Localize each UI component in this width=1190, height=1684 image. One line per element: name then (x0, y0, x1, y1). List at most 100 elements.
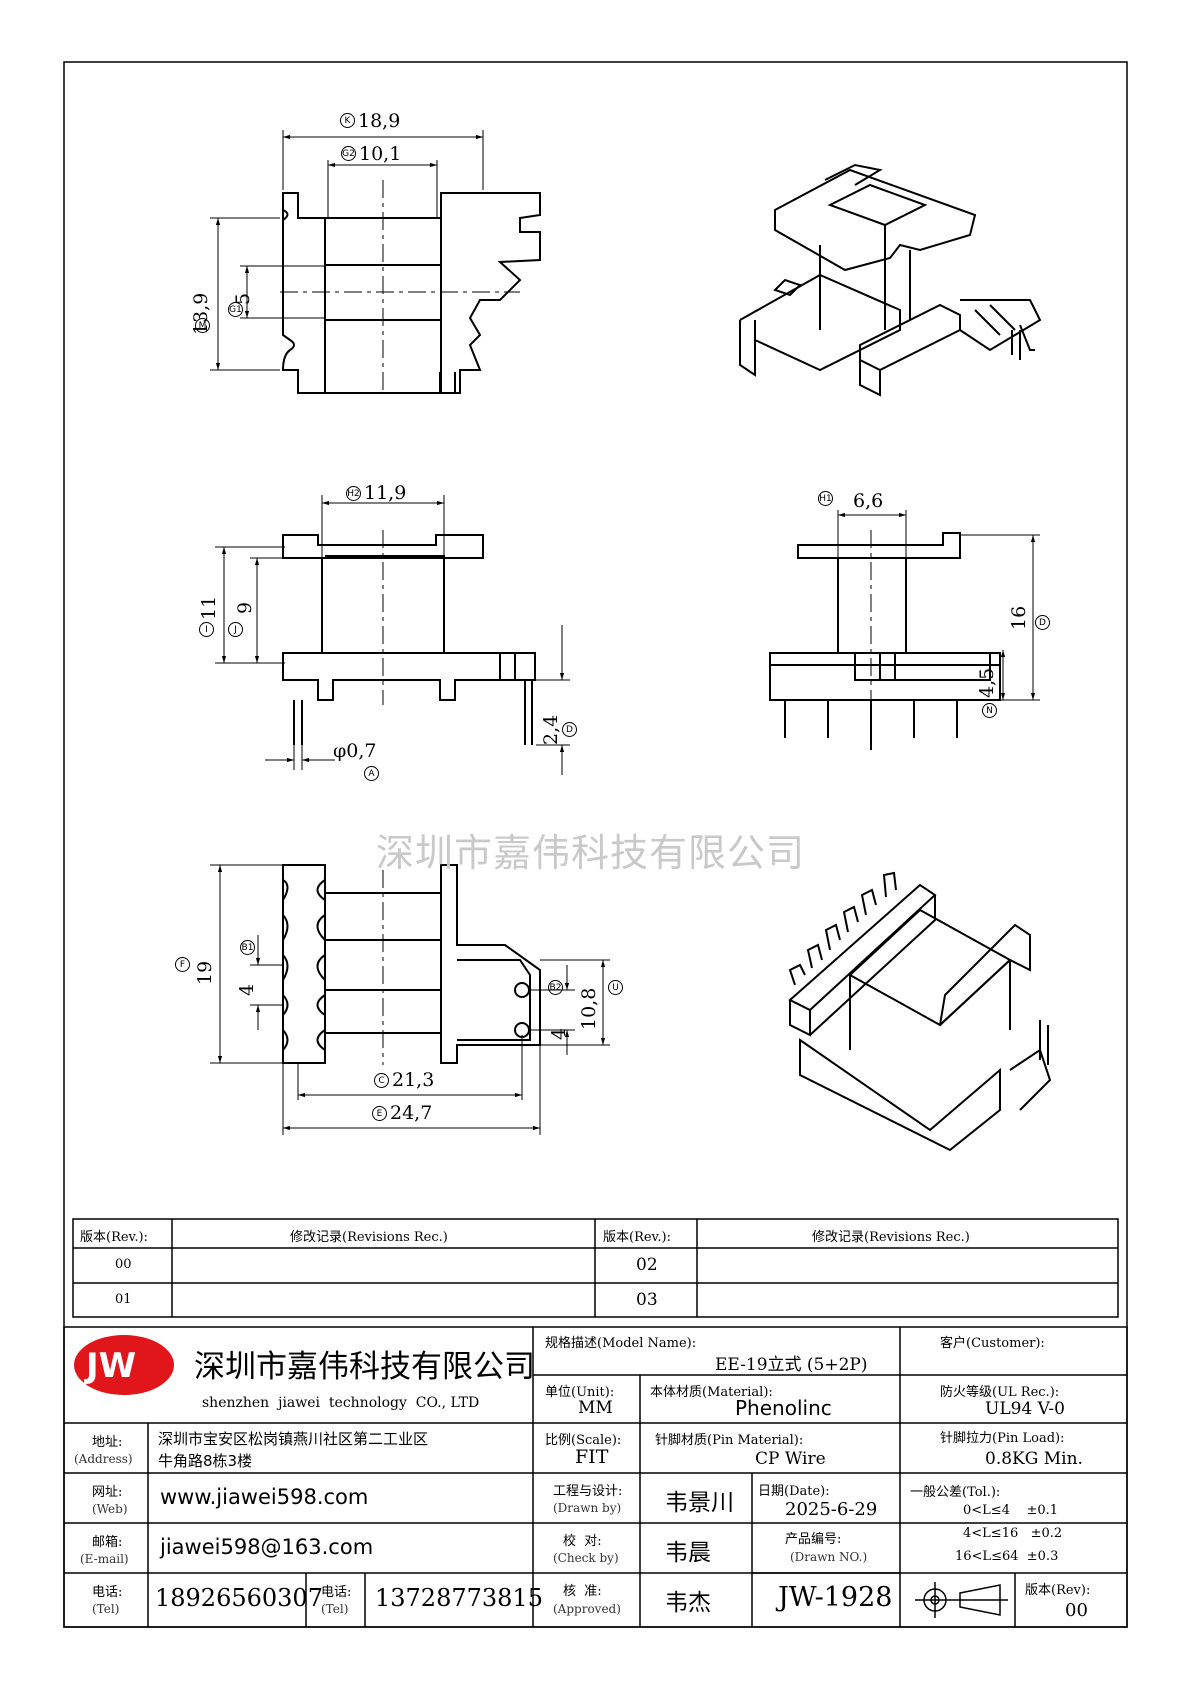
rev-header-right: 版本(Rev.): (603, 1230, 671, 1245)
tolerance-row-3: 16<L≤64 ±0.3 (955, 1549, 1059, 1564)
checker-name: 韦晨 (665, 1540, 711, 1566)
dim-label-e: E (372, 1106, 387, 1121)
projection-symbol-icon (915, 1582, 1008, 1618)
rec-header-left: 修改记录(Revisions Rec.) (290, 1230, 448, 1245)
customer-label: 客户(Customer): (940, 1336, 1045, 1351)
rev-row-01: 01 (115, 1292, 132, 1307)
email-label: 邮箱: (92, 1535, 123, 1550)
model-label: 规格描述(Model Name): (545, 1336, 697, 1351)
dim-label-n: N (982, 703, 997, 718)
address-line2: 牛角路8栋3楼 (158, 1452, 253, 1470)
material-value: Phenolinc (735, 1396, 832, 1420)
dim-n: 4,5 (976, 667, 998, 698)
website-link[interactable]: www.jiawei598.com (160, 1485, 369, 1509)
dim-i: 11 (198, 595, 220, 620)
dim-label-g1: G1 (228, 302, 243, 317)
tel-label-2: 电话: (321, 1585, 352, 1600)
tel-label-1: 电话: (92, 1585, 123, 1600)
email-label-en: (E-mail) (80, 1552, 129, 1566)
dim-label-h2: H2 (346, 486, 361, 501)
front-view-dims (215, 495, 570, 775)
dim-label-u: U (608, 980, 623, 995)
check-label: 校 对: (563, 1534, 602, 1549)
model-name: EE-19立式 (5+2P) (715, 1355, 868, 1375)
title-block (63, 1326, 1128, 1628)
revision-table (72, 1218, 1119, 1318)
date-label: 日期(Date): (758, 1484, 830, 1499)
dim-h2: 11,9 (364, 482, 407, 504)
dim-label-d-total: D (1035, 615, 1050, 630)
dim-h1: 6,6 (853, 490, 884, 512)
drawno-label-en: (Drawn NO.) (790, 1550, 868, 1564)
dim-label-b2: B2 (548, 980, 563, 995)
dim-label-c: C (374, 1073, 389, 1088)
bottom-view-dims (210, 864, 610, 1135)
front-view (282, 534, 536, 745)
rev-row-02: 02 (636, 1255, 658, 1275)
tel-label-en-1: (Tel) (92, 1602, 120, 1616)
iso-view-bottom (788, 871, 1052, 1152)
side-view (769, 532, 1001, 750)
design-label-en: (Drawn by) (553, 1501, 622, 1515)
dim-label-a: A (364, 766, 379, 781)
dim-label-f: F (175, 957, 190, 972)
address-label-en: (Address) (74, 1452, 133, 1466)
dim-b2: 4 (548, 1027, 570, 1040)
approve-label: 核 准: (563, 1584, 602, 1599)
tolerance-label: 一般公差(Tol.): (910, 1485, 1001, 1500)
company-name-cn: 深圳市嘉伟科技有限公司 (194, 1349, 535, 1385)
web-label: 网址: (92, 1485, 123, 1500)
rev-value: 00 (1065, 1600, 1088, 1621)
web-label-en: (Web) (92, 1502, 128, 1516)
jw-logo-icon (74, 1335, 174, 1395)
check-label-en: (Check by) (553, 1551, 619, 1565)
scale-label: 比例(Scale): (545, 1433, 622, 1448)
material-label: 本体材质(Material): (650, 1385, 773, 1400)
dim-c: 21,3 (392, 1069, 435, 1091)
drawing-number: JW-1928 (778, 1582, 893, 1613)
dim-label-b1: B1 (240, 940, 255, 955)
pin-load-label: 针脚拉力(Pin Load): (940, 1431, 1065, 1446)
dim-d-pin: 2,4 (540, 714, 562, 745)
unit-label: 单位(Unit): (545, 1385, 615, 1400)
jw-logo-text: JW (86, 1346, 137, 1386)
tel-label-en-2: (Tel) (321, 1602, 349, 1616)
tolerance-row-2: 4<L≤16 ±0.2 (963, 1526, 1063, 1541)
watermark: 深圳市嘉伟科技有限公司 (376, 831, 806, 875)
address-line1: 深圳市宝安区松岗镇燕川社区第二工业区 (158, 1430, 429, 1448)
dim-u: 10,8 (578, 987, 600, 1030)
dim-label-k: K (340, 113, 355, 128)
dim-e: 24,7 (390, 1102, 433, 1124)
dim-label-g2: G2 (341, 146, 356, 161)
iso-view-top (739, 163, 1042, 397)
top-view-center (280, 180, 520, 395)
email-link[interactable]: jiawei598@163.com (160, 1535, 374, 1559)
scale-value: FIT (575, 1446, 609, 1468)
unit-value: MM (578, 1398, 613, 1418)
dim-b1: 4 (236, 983, 258, 996)
date-value: 2025-6-29 (785, 1499, 878, 1520)
dim-g2: 10,1 (359, 143, 402, 165)
address-label: 地址: (92, 1435, 123, 1450)
dim-d-total: 16 (1008, 605, 1030, 630)
dim-label-i: I (199, 622, 214, 637)
company-name-en: shenzhen jiawei technology CO., LTD (202, 1395, 480, 1411)
rev-label: 版本(Rev): (1025, 1583, 1091, 1598)
pin-load-value: 0.8KG Min. (985, 1449, 1083, 1469)
dim-f: 19 (194, 960, 216, 985)
designer-name: 韦景川 (665, 1490, 734, 1516)
approver-name: 韦杰 (665, 1590, 711, 1616)
approve-label-en: (Approved) (553, 1602, 621, 1616)
rev-header-left: 版本(Rev.): (80, 1230, 148, 1245)
drawno-label: 产品编号: (785, 1532, 842, 1547)
dim-pin-dia: φ0,7 (333, 740, 377, 762)
dim-label-j: J (228, 622, 243, 637)
dim-label-d-pin: D (562, 722, 577, 737)
dim-label-m: M (195, 318, 210, 333)
tel-1: 18926560307 (155, 1584, 323, 1612)
ul-value: UL94 V-0 (985, 1399, 1065, 1419)
pin-material-value: CP Wire (755, 1449, 826, 1469)
design-label: 工程与设计: (553, 1484, 623, 1499)
ul-label: 防火等级(UL Rec.): (940, 1385, 1060, 1400)
